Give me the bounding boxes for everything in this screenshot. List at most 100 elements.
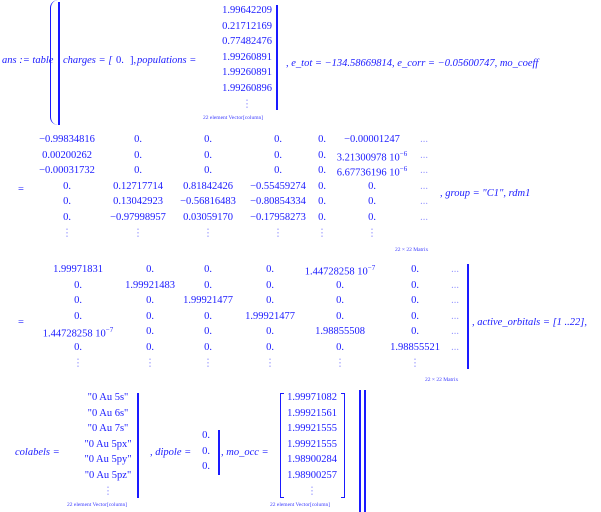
- matrix-cell: 0.: [204, 149, 212, 161]
- active-orbitals-text: , active_orbitals = [1 ..22],: [472, 317, 587, 328]
- matrix-cell: 0.: [411, 326, 419, 337]
- matrix-cell: 0.: [204, 341, 212, 353]
- mo-occ-value: 1.99971082: [287, 392, 337, 403]
- population-value: 1.99260891: [222, 51, 272, 63]
- matrix-cell: 1.99921477: [245, 310, 295, 322]
- matrix-cell: 1.44728258 10−7: [42, 326, 114, 340]
- matrix-cell: 0.: [63, 180, 71, 192]
- mo-occ-open-bracket: [280, 393, 284, 498]
- vector-bracket: [276, 5, 278, 110]
- mo-occ-value: 1.99921561: [287, 407, 337, 419]
- matrix-cell: 0.: [146, 341, 154, 353]
- matrix-cell: ⋮: [366, 228, 378, 239]
- colabel-value: "0 Au 5px": [84, 438, 132, 450]
- mo-occ-value: ⋮: [306, 486, 318, 497]
- matrix-cell: 0.: [74, 310, 82, 322]
- matrix-cell: −0.17958273: [250, 211, 306, 223]
- colabel-value: "0 Au 7s": [87, 423, 129, 434]
- matrix-cell: 0.: [318, 149, 326, 161]
- matrix-cell: 0.: [74, 341, 82, 353]
- matrix-cell: ⋮: [334, 358, 346, 369]
- matrix-cell: 0.: [274, 149, 282, 161]
- matrix-cell: 0.: [204, 134, 212, 145]
- matrix-cell: 0.: [146, 264, 154, 275]
- dipole-value: 0.: [202, 445, 210, 457]
- matrix-cell: 1.99921477: [183, 295, 233, 306]
- matrix-cell: 0.: [318, 211, 326, 223]
- matrix-cell: 0.: [204, 326, 212, 337]
- matrix-cell: ...: [420, 196, 428, 207]
- matrix-cell: 0.: [411, 295, 419, 306]
- matrix-cell: ⋮: [72, 358, 84, 369]
- matrix-cell: ⋮: [144, 358, 156, 369]
- matrix-cell: 0.: [74, 295, 82, 306]
- vector-bracket: [137, 393, 139, 498]
- matrix-cell: 0.: [266, 295, 274, 306]
- matrix-cell: 0.: [411, 264, 419, 275]
- matrix-cell: ...: [420, 180, 428, 192]
- matrix-cell: 0.81842426: [183, 180, 233, 192]
- colabel-value: ⋮: [102, 486, 114, 497]
- matrix-cell: ...: [420, 165, 428, 176]
- colabel-value: "0 Au 6s": [87, 407, 129, 419]
- matrix-cell: −0.97998957: [110, 211, 166, 223]
- matrix-cell: 0.: [318, 134, 326, 145]
- matrix-cell: ⋮: [264, 358, 276, 369]
- matrix-cell: 1.44728258 10−7: [304, 264, 376, 278]
- population-value: 1.99642209: [222, 5, 272, 16]
- population-value: ⋮: [241, 99, 253, 110]
- dipole-value: 0.: [202, 461, 210, 472]
- matrix-cell: 0.: [274, 134, 282, 145]
- matrix-cell: −0.00031732: [39, 165, 95, 176]
- matrix-cell: 0.: [63, 196, 71, 207]
- matrix-cell: ...: [451, 279, 459, 291]
- table-open-paren: [50, 0, 59, 125]
- matrix-cell: ⋮: [272, 228, 284, 239]
- populations-caption: 22 element Vector[column]: [203, 115, 264, 121]
- group-text: , group = "C1", rdm1: [440, 188, 531, 199]
- matrix-cell: −0.55459274: [250, 180, 306, 192]
- matrix-cell: 0.03059170: [183, 211, 233, 223]
- matrix-cell: 0.: [134, 134, 142, 145]
- matrix-cell: ⋮: [316, 228, 328, 239]
- table-close-bar: [364, 390, 366, 512]
- matrix-cell: ...: [451, 295, 459, 306]
- matrix-cell: 0.: [411, 279, 419, 291]
- matrix-cell: 0.12717714: [113, 180, 163, 192]
- colabels-caption: 22 element Vector[column]: [67, 502, 128, 508]
- matrix-cell: 0.: [146, 310, 154, 322]
- energy-text: , e_tot = −134.58669814, e_corr = −0.056…: [286, 58, 539, 69]
- population-value: 1.99260896: [222, 82, 272, 94]
- table-close-bar: [359, 390, 361, 512]
- matrix-cell: 1.98855508: [315, 326, 365, 337]
- matrix-cell: 0.: [134, 165, 142, 176]
- matrix-cell: 0.: [336, 295, 344, 306]
- matrix-cell: 1.98855521: [390, 341, 440, 353]
- mo-occ-close-bracket: [341, 393, 345, 498]
- matrix-cell: 0.00200262: [42, 149, 92, 161]
- mo-occ-caption: 22 element Vector[column]: [270, 502, 331, 508]
- matrix-cell: ⋮: [202, 228, 214, 239]
- colabel-value: "0 Au 5pz": [84, 469, 132, 481]
- matrix-caption: 22 × 22 Matrix: [425, 377, 459, 383]
- charges-close: ],: [130, 55, 137, 66]
- matrix-cell: −0.56816483: [180, 196, 236, 207]
- matrix-cell: 0.: [266, 341, 274, 353]
- colabel-value: "0 Au 5s": [87, 392, 129, 403]
- colabels-label: colabels =: [15, 447, 60, 458]
- matrix-cell: 0.: [204, 310, 212, 322]
- population-value: 0.21712169: [222, 20, 272, 32]
- matrix-cell: ...: [451, 326, 459, 337]
- matrix-cell: 0.: [368, 211, 376, 223]
- charges-label: charges = [: [63, 55, 113, 66]
- mo-occ-value: 1.99921555: [287, 438, 337, 450]
- matrix-cell: 0.: [336, 279, 344, 291]
- matrix-cell: 0.: [204, 165, 212, 176]
- matrix-cell: 0.: [368, 196, 376, 207]
- dipole-value: 0.: [202, 430, 210, 441]
- matrix-cell: 0.: [411, 310, 419, 322]
- matrix-cell: ...: [451, 341, 459, 353]
- charges-value: 0.: [116, 55, 124, 66]
- matrix-caption: 22 × 22 Matrix: [395, 247, 429, 253]
